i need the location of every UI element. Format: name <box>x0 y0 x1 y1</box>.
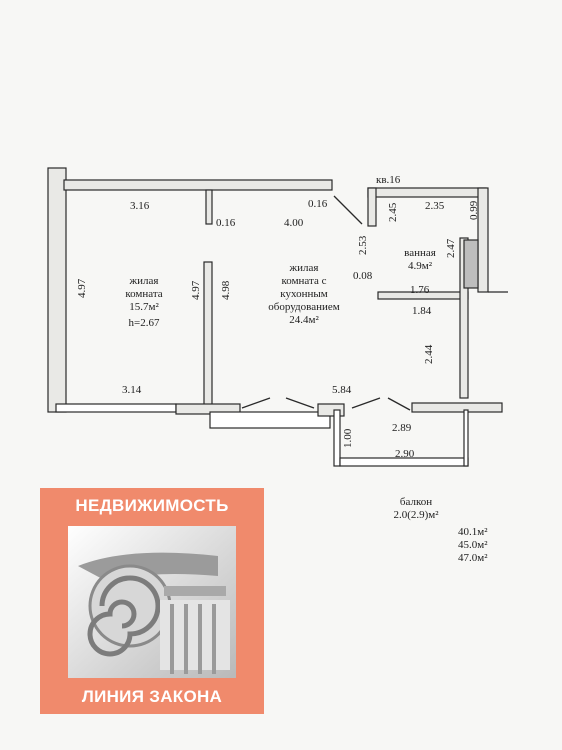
room-balcony-area: 2.0(2.9)м² <box>393 509 439 521</box>
room-balcony: балкон 2.0(2.9)м² <box>376 496 456 522</box>
wall-middle <box>203 261 213 413</box>
wall-top <box>63 179 333 191</box>
dim-2-53: 2.53 <box>357 235 369 255</box>
dim-2-44: 2.44 <box>423 344 435 364</box>
dim-2-90: 2.90 <box>395 448 415 460</box>
room-living-2-line2: комната с <box>281 275 327 287</box>
wall-bottom-mid <box>175 403 241 415</box>
door-4 <box>387 397 411 411</box>
logo-top-text: НЕДВИЖИМОСТЬ <box>75 496 229 515</box>
room-living-1-area: 15.7м² <box>129 301 159 313</box>
dim-2-89: 2.89 <box>392 422 412 434</box>
room-living-1: жилая комната 15.7м² h=2.67 <box>108 275 180 330</box>
room-living-2-line1: жилая <box>289 262 319 274</box>
dim-2-47: 2.47 <box>445 238 457 258</box>
partition-stub <box>205 189 213 225</box>
balcony-right <box>463 409 469 467</box>
room-living-2-line4: оборудованием <box>268 301 340 313</box>
door-3 <box>351 397 381 409</box>
room-living-1-line1: жилая <box>129 275 159 287</box>
room-living-1-line2: комната <box>125 288 163 300</box>
dim-3-14: 3.14 <box>122 384 142 396</box>
wall-bottom-right <box>411 402 503 413</box>
wall-right-mid <box>459 237 469 399</box>
total-area-3: 47.0м² <box>458 552 488 564</box>
room-balcony-name: балкон <box>399 496 433 508</box>
dim-4-98: 4.98 <box>220 280 232 300</box>
door-2 <box>285 397 315 409</box>
dim-4-97-b: 4.97 <box>190 280 202 300</box>
room-bath-area: 4.9м² <box>407 260 432 272</box>
dim-1-76: 1.76 <box>410 284 430 296</box>
dim-1-00: 1.00 <box>342 428 354 448</box>
total-area-1: 40.1м² <box>458 526 488 538</box>
dim-0-99: 0.99 <box>468 200 480 220</box>
dim-0-16-a: 0.16 <box>216 217 236 229</box>
dim-0-16-b: 0.16 <box>308 198 328 210</box>
dim-5-84: 5.84 <box>332 384 352 396</box>
bath-fixture <box>463 239 479 289</box>
logo-bottom-text: ЛИНИЯ ЗАКОНА <box>81 687 223 706</box>
dim-1-84: 1.84 <box>412 305 432 317</box>
ledge-bottom <box>209 411 331 429</box>
dim-2-35: 2.35 <box>425 200 445 212</box>
wall-bath-left <box>367 187 377 227</box>
room-bath: ванная 4.9м² <box>392 247 448 273</box>
room-living-2-area: 24.4м² <box>289 314 319 326</box>
area-totals: 40.1м² 45.0м² 47.0м² <box>458 526 488 565</box>
apartment-label: кв.16 <box>376 174 401 186</box>
wall-bottom-left <box>55 403 177 413</box>
ionic-column-icon <box>68 526 236 678</box>
dim-4-00: 4.00 <box>284 217 304 229</box>
wall-bath-top <box>367 187 487 198</box>
room-bath-name: ванная <box>404 247 436 259</box>
total-area-2: 45.0м² <box>458 539 488 551</box>
balcony-left <box>333 409 341 467</box>
door-bath <box>333 195 363 225</box>
dim-3-16: 3.16 <box>130 200 150 212</box>
wall-left <box>47 167 67 413</box>
room-living-1-height: h=2.67 <box>128 317 160 329</box>
room-living-2: жилая комната с кухонным оборудованием 2… <box>244 262 364 327</box>
dim-0-08: 0.08 <box>353 270 373 282</box>
agency-logo: НЕДВИЖИМОСТЬ ЛИНИЯ ЗАКОНА <box>40 488 264 714</box>
dim-4-97-a: 4.97 <box>76 278 88 298</box>
room-living-2-line3: кухонным <box>280 288 328 300</box>
door-1 <box>241 397 271 409</box>
dim-2-45: 2.45 <box>387 202 399 222</box>
